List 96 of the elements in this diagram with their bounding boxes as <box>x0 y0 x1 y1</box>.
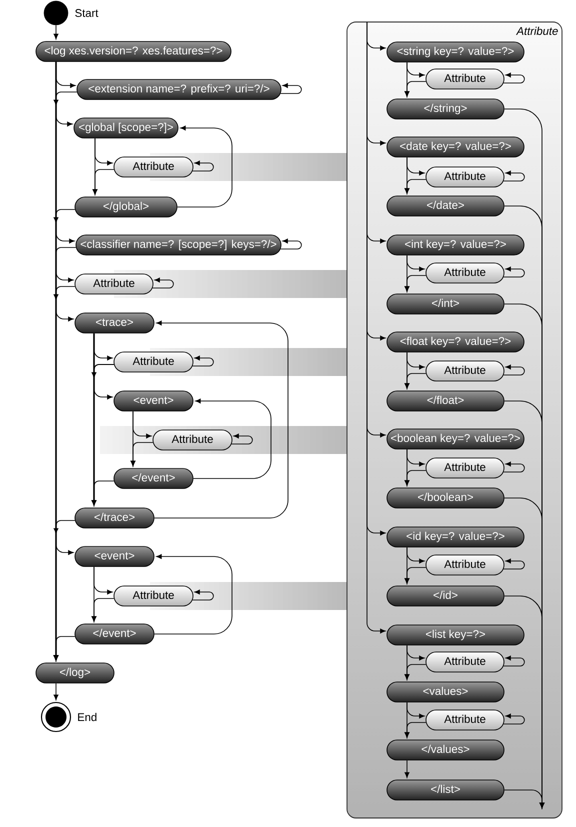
attribute-box: Attribute <box>426 652 504 672</box>
attribute-box: Attribute <box>152 430 232 450</box>
element-box: <string key=? value=?> <box>386 42 524 62</box>
loop-arrow <box>192 160 214 172</box>
element-box: <extension name=? prefix=? uri=?/> <box>76 79 282 100</box>
attribute-box: Attribute <box>114 586 194 606</box>
flow-arrow <box>94 388 113 400</box>
element-box: </log> <box>36 662 114 684</box>
flow-arrow <box>406 645 425 660</box>
loop-arrow <box>193 398 272 479</box>
element-box: <classifier name=? [scope=?] keys=?/> <box>76 234 282 256</box>
flow-arrow <box>54 683 58 700</box>
attribute-box: Attribute <box>426 360 504 382</box>
flow-arrow <box>92 480 114 506</box>
flow-arrow <box>54 24 58 40</box>
flow-arrow <box>406 702 425 718</box>
element-box: </trace> <box>74 508 154 528</box>
connector-line <box>94 364 114 390</box>
attribute-box: Attribute <box>426 68 504 90</box>
loop-arrow <box>280 238 302 250</box>
flow-arrow <box>94 566 113 594</box>
element-box: <event> <box>114 390 194 412</box>
flow-arrow <box>404 722 426 738</box>
attribute-box: Attribute <box>74 274 154 294</box>
loop-arrow <box>503 656 525 666</box>
element-box: <list key=?> <box>386 624 524 646</box>
element-box: <int key=? value=?> <box>386 234 524 256</box>
flow-arrow <box>130 442 154 466</box>
attribute-box: Attribute <box>114 156 194 178</box>
loop-arrow <box>503 266 525 278</box>
flow-arrow <box>404 567 426 584</box>
loop-arrow <box>154 554 232 634</box>
element-box: </boolean> <box>386 488 504 508</box>
flow-arrow <box>404 275 426 292</box>
flow-arrow <box>404 81 426 97</box>
flow-arrow <box>404 664 426 680</box>
attribute-box: Attribute <box>426 166 504 188</box>
node-caption: End <box>78 712 96 722</box>
loop-arrow <box>503 72 525 84</box>
element-box: <date key=? value=?> <box>386 136 524 158</box>
flow-arrow <box>92 169 114 195</box>
loop-arrow <box>154 320 288 518</box>
attribute-box: Attribute <box>426 262 504 284</box>
element-box: <event> <box>74 546 154 567</box>
attribute-box: Attribute <box>426 554 504 576</box>
flow-arrow <box>406 157 425 176</box>
element-box: </id> <box>386 586 504 606</box>
element-box: </int> <box>386 294 504 314</box>
flow-arrow <box>94 138 113 166</box>
loop-arrow <box>503 462 525 472</box>
flow-arrow <box>94 333 113 360</box>
element-box: </global> <box>74 196 178 218</box>
loop-arrow <box>177 126 232 208</box>
flow-arrow <box>54 636 76 661</box>
element-box: <id key=? value=?> <box>386 526 524 548</box>
flow-arrow <box>406 547 425 564</box>
element-box: <log xes.version=? xes.features=?> <box>36 41 232 62</box>
element-box: <boolean key=? value=?> <box>386 428 524 450</box>
flow-arrow <box>404 373 426 389</box>
flow-arrow <box>56 62 76 88</box>
attribute-box: Attribute <box>426 710 504 730</box>
attribute-box: Attribute <box>114 352 194 372</box>
element-box: </string> <box>386 98 504 120</box>
flow-arrow <box>406 255 425 272</box>
attribute-box: Attribute <box>426 458 504 478</box>
element-box: </float> <box>386 390 504 412</box>
loop-arrow <box>192 590 214 600</box>
loop-arrow <box>231 434 253 444</box>
loop-arrow <box>152 278 174 288</box>
loop-arrow <box>503 170 525 182</box>
panel-title: Attribute <box>516 26 558 35</box>
element-box: </event> <box>74 624 154 644</box>
element-box: <values> <box>386 682 504 702</box>
element-box: <trace> <box>74 312 154 334</box>
element-box: <float key=? value=?> <box>386 332 524 352</box>
element-box: </event> <box>114 468 194 489</box>
loop-arrow <box>503 558 525 570</box>
flow-arrow <box>132 411 152 438</box>
element-box: <global [scope=?]> <box>74 118 178 138</box>
flow-arrow <box>366 22 386 50</box>
flow-arrow <box>404 470 426 486</box>
flow-arrow <box>406 62 425 78</box>
flow-arrow <box>504 790 544 808</box>
flow-arrow <box>404 179 426 194</box>
element-box: </list> <box>386 780 504 800</box>
flow-arrow <box>92 598 114 622</box>
element-box: </values> <box>386 740 504 760</box>
flow-arrow <box>406 352 425 370</box>
loop-arrow <box>192 356 214 366</box>
flow-arrow <box>406 449 425 466</box>
loop-arrow <box>503 714 525 724</box>
element-box: </date> <box>386 196 504 216</box>
node-caption: Start <box>75 9 98 17</box>
flow-arrow <box>404 760 410 778</box>
loop-arrow <box>280 83 302 94</box>
loop-arrow <box>503 364 525 376</box>
